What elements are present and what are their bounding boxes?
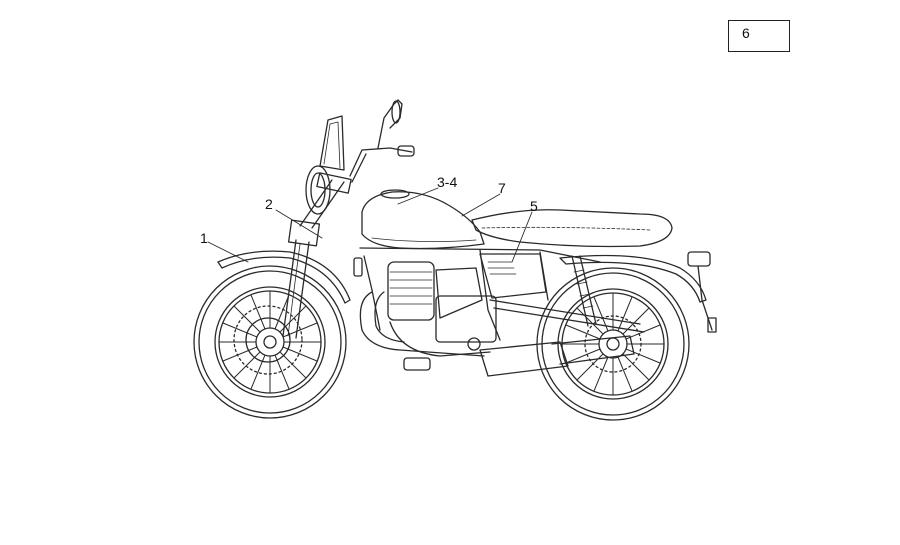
front-fender: [217, 250, 351, 304]
callout-2: 2: [265, 196, 273, 212]
callout-3-4: 3-4: [437, 174, 457, 190]
engine: [387, 261, 497, 371]
callout-5: 5: [530, 198, 538, 214]
exhaust: [359, 291, 635, 377]
reference-box: 6: [728, 20, 790, 52]
front-wheel: [193, 265, 347, 419]
seat: [471, 209, 673, 248]
callout-1: 1: [200, 230, 208, 246]
rear-shock: [571, 255, 597, 327]
front-fork: [282, 172, 352, 339]
side-panel: [479, 253, 547, 299]
leader-lines: [207, 187, 533, 263]
handlebar-mirror: [349, 99, 415, 183]
headlight-windscreen: [305, 115, 363, 277]
callout-7: 7: [498, 180, 506, 196]
reference-box-number: 6: [742, 25, 750, 41]
fuel-tank: [361, 191, 485, 250]
rear-wheel: [536, 267, 690, 421]
